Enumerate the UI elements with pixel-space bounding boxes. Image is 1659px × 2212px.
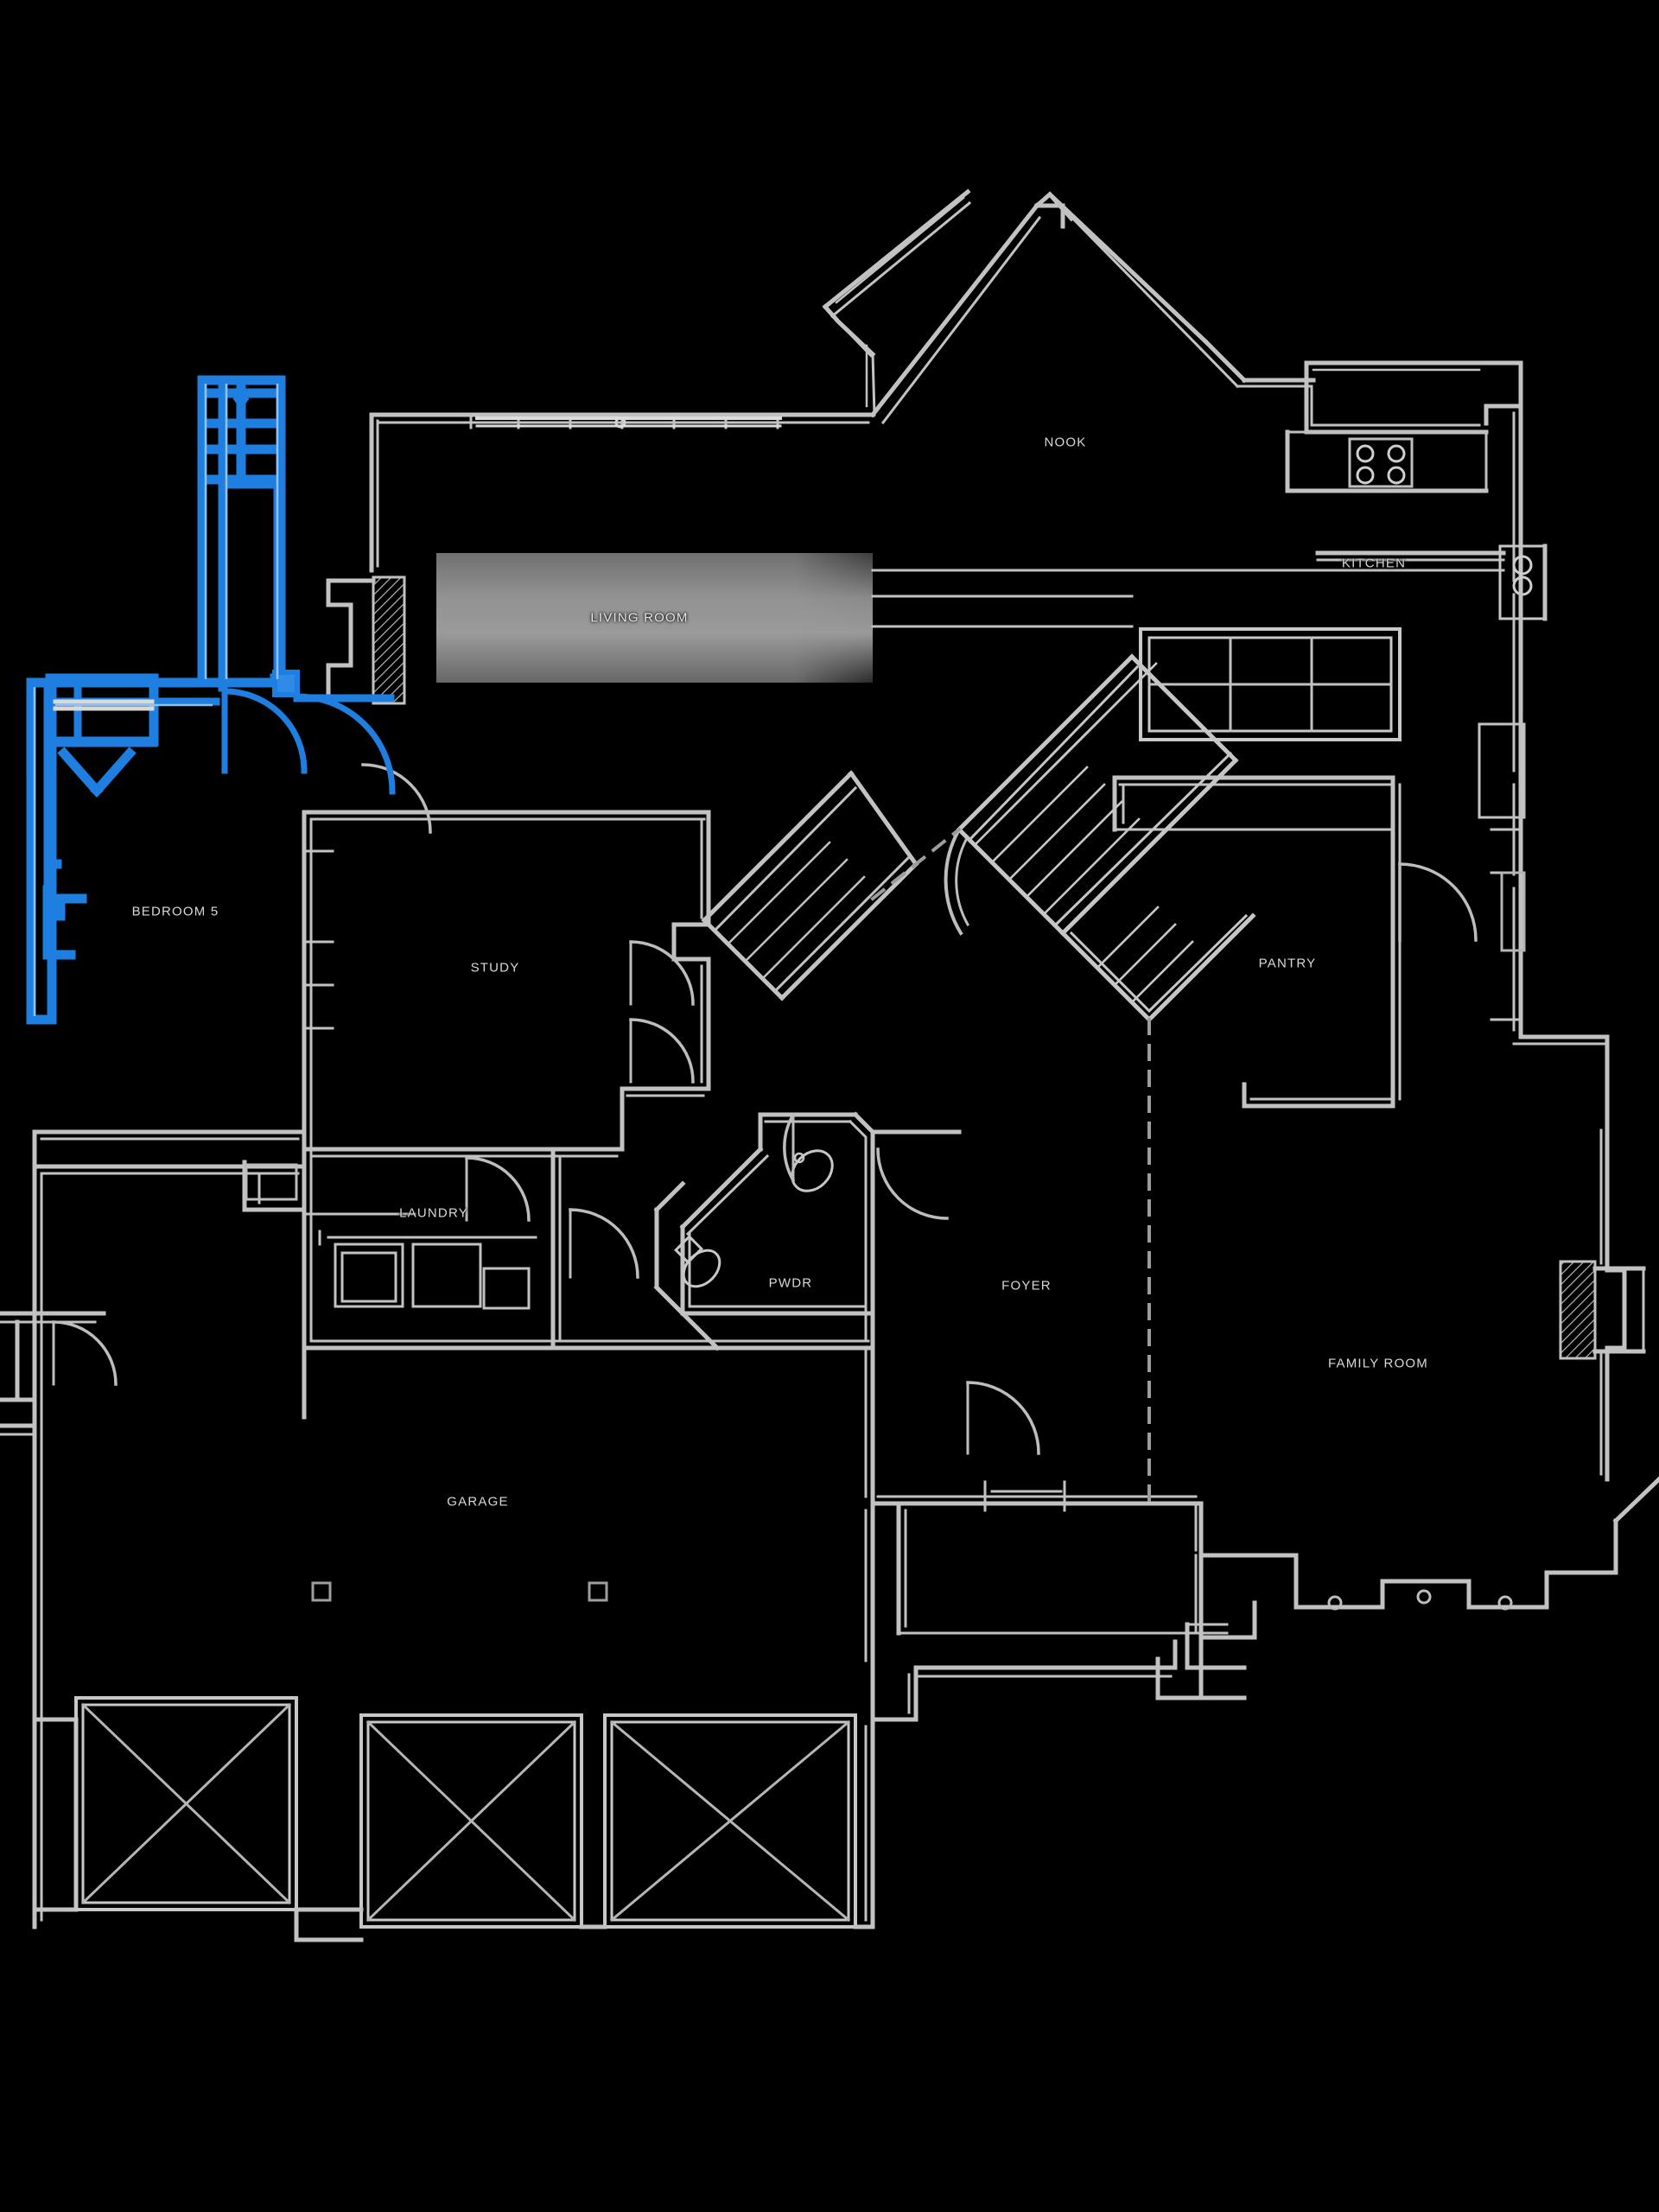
fireplace: [1559, 1260, 1597, 1360]
highlighted-section[interactable]: [26, 375, 396, 1025]
living-room-fireplace: [372, 575, 406, 705]
wall-linework: [0, 188, 1659, 1942]
garage-doors: [74, 1696, 857, 1929]
garage-column-1: [311, 1581, 332, 1602]
highlight-glow: [33, 384, 279, 1016]
garage-column-2: [588, 1581, 608, 1602]
wall-node: [272, 670, 300, 697]
